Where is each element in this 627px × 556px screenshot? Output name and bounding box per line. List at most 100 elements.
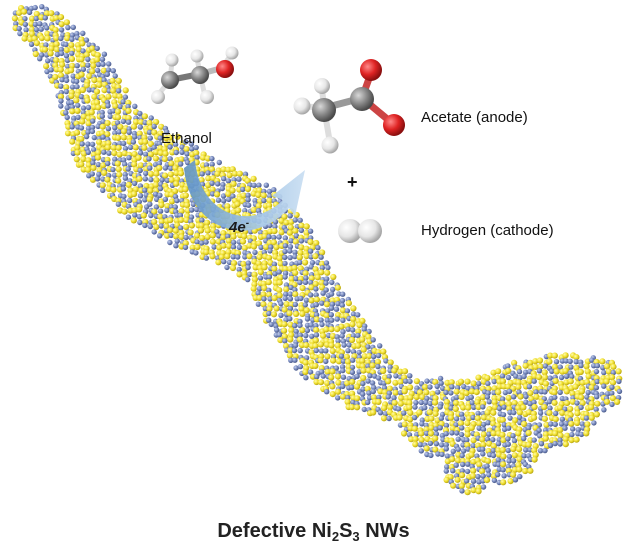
sulfur-atom bbox=[542, 374, 549, 381]
sulfur-atom bbox=[484, 458, 492, 465]
sulfur-atom bbox=[256, 254, 263, 261]
nickel-atom bbox=[194, 239, 200, 245]
nickel-atom bbox=[209, 180, 215, 186]
sulfur-atom bbox=[511, 417, 519, 424]
nickel-atom bbox=[499, 373, 506, 379]
sulfur-atom bbox=[251, 276, 258, 283]
sulfur-atom bbox=[491, 385, 498, 392]
sulfur-atom bbox=[168, 160, 175, 167]
sulfur-atom bbox=[317, 379, 325, 386]
nickel-atom bbox=[334, 334, 340, 340]
nickel-atom bbox=[261, 197, 267, 204]
nickel-atom bbox=[272, 271, 278, 277]
nickel-atom bbox=[293, 328, 299, 335]
nickel-atom bbox=[225, 233, 231, 239]
sulfur-atom bbox=[120, 128, 128, 135]
nickel-atom bbox=[320, 373, 326, 379]
sulfur-atom bbox=[370, 409, 377, 416]
sulfur-atom bbox=[526, 378, 533, 385]
sulfur-atom bbox=[271, 265, 278, 272]
nickel-atom bbox=[89, 171, 96, 177]
nickel-atom bbox=[547, 442, 554, 449]
sulfur-atom bbox=[263, 243, 270, 251]
sulfur-atom bbox=[240, 260, 247, 268]
nickel-atom bbox=[531, 437, 537, 443]
sulfur-atom bbox=[137, 119, 145, 126]
nickel-atom bbox=[516, 369, 523, 375]
sulfur-atom bbox=[406, 399, 413, 406]
nickel-atom bbox=[437, 375, 444, 382]
nickel-atom bbox=[283, 282, 290, 288]
sulfur-atom bbox=[515, 430, 522, 437]
sulfur-atom bbox=[188, 222, 195, 229]
sulfur-atom bbox=[146, 196, 153, 203]
nickel-atom bbox=[594, 378, 600, 385]
nickel-atom bbox=[585, 389, 591, 396]
sulfur-atom bbox=[286, 229, 293, 236]
nickel-atom bbox=[79, 141, 85, 147]
nickel-atom bbox=[147, 135, 153, 141]
nickel-atom bbox=[147, 165, 153, 171]
nickel-atom bbox=[298, 238, 305, 244]
sulfur-atom bbox=[484, 409, 491, 416]
sulfur-atom bbox=[204, 233, 211, 241]
nickel-atom bbox=[552, 421, 558, 427]
sulfur-atom bbox=[407, 416, 414, 423]
nickel-atom bbox=[323, 260, 330, 266]
sulfur-atom bbox=[324, 380, 331, 387]
sulfur-atom bbox=[281, 321, 288, 328]
nickel-atom bbox=[573, 359, 579, 365]
sulfur-atom bbox=[584, 421, 591, 428]
nickel-atom bbox=[360, 391, 366, 397]
sulfur-atom bbox=[115, 77, 122, 84]
sulfur-atom bbox=[385, 378, 392, 385]
sulfur-atom bbox=[287, 336, 294, 343]
sulfur-atom bbox=[283, 301, 290, 308]
nickel-atom bbox=[251, 182, 257, 188]
sulfur-atom bbox=[583, 363, 590, 370]
sulfur-atom bbox=[500, 461, 507, 468]
nickel-atom bbox=[424, 378, 430, 384]
sulfur-atom bbox=[236, 170, 243, 177]
sulfur-atom bbox=[68, 42, 75, 49]
sulfur-atom bbox=[339, 393, 347, 400]
sulfur-atom bbox=[198, 222, 205, 229]
nickel-atom bbox=[308, 292, 314, 298]
nickel-atom bbox=[172, 141, 179, 148]
nickel-atom bbox=[221, 258, 227, 265]
nickel-atom bbox=[329, 317, 335, 323]
nickel-atom bbox=[313, 286, 319, 292]
sulfur-atom bbox=[189, 244, 196, 251]
nickel-atom bbox=[230, 244, 237, 250]
nickel-atom bbox=[383, 358, 389, 364]
nickel-atom bbox=[335, 301, 341, 307]
sulfur-atom bbox=[516, 466, 523, 473]
nickel-atom bbox=[85, 56, 91, 62]
sulfur-atom bbox=[68, 55, 76, 63]
sulfur-atom bbox=[588, 384, 595, 391]
nickel-atom bbox=[37, 56, 43, 62]
nickel-atom bbox=[179, 144, 185, 150]
sulfur-atom bbox=[475, 374, 482, 381]
sulfur-atom bbox=[298, 244, 305, 251]
nickel-atom bbox=[340, 291, 346, 297]
sulfur-atom bbox=[105, 185, 112, 192]
sulfur-atom bbox=[38, 35, 46, 42]
nickel-atom bbox=[521, 373, 527, 380]
sulfur-atom bbox=[169, 149, 176, 156]
sulfur-atom bbox=[152, 181, 159, 188]
nickel-atom bbox=[94, 176, 101, 182]
nickel-atom bbox=[354, 373, 360, 379]
nickel-atom bbox=[142, 187, 148, 193]
sulfur-atom bbox=[416, 409, 423, 416]
nickel-atom bbox=[293, 365, 299, 371]
sulfur-atom bbox=[480, 431, 487, 438]
sulfur-atom bbox=[343, 353, 350, 360]
nickel-atom bbox=[522, 369, 529, 375]
sulfur-atom bbox=[527, 359, 534, 366]
nickel-atom bbox=[333, 365, 340, 371]
sulfur-atom bbox=[178, 216, 185, 223]
nickel-atom bbox=[439, 451, 445, 458]
sulfur-atom bbox=[567, 378, 574, 385]
nickel-atom bbox=[28, 41, 35, 47]
